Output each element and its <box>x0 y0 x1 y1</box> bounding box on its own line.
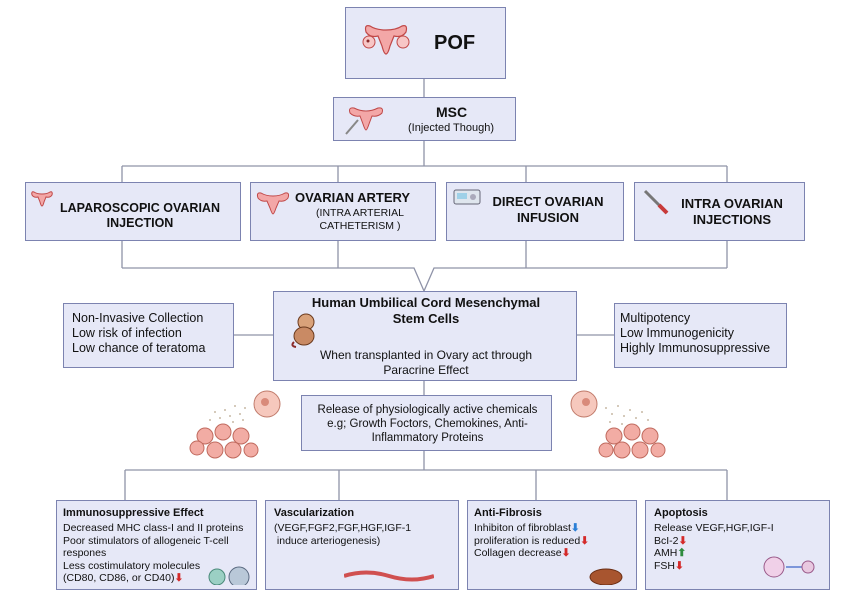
infusion-pump-icon <box>453 189 481 205</box>
route-laparoscopic: LAPAROSCOPIC OVARIAN INJECTION <box>25 182 241 241</box>
cell-apoptosis-illustration <box>763 556 815 578</box>
immune-cells-illustration <box>208 566 250 585</box>
effect-title: Apoptosis <box>654 507 708 519</box>
secreting-cells-left-illustration <box>189 390 281 459</box>
syringe-uterus-icon <box>345 107 383 135</box>
release-box: Release of physiologically active chemic… <box>301 395 552 451</box>
arrow-down-icon: ⬇ <box>174 572 184 584</box>
syringe-icon <box>643 189 669 215</box>
arrow-down-icon: ⬇ <box>580 534 590 547</box>
effect-line: Inhibiton of fibroblast <box>474 522 571 534</box>
effect-line: (CD80, CD86, or CD40) <box>63 572 175 584</box>
effect-line: FSH <box>654 559 675 572</box>
effect-line: AMH <box>654 547 678 559</box>
property-item: Low risk of infection <box>72 326 182 340</box>
effect-line: Release VEGF,HGF,IGF-I <box>654 522 774 534</box>
effect-line: Less costimulatory molecules <box>63 559 201 572</box>
route-title: LAPAROSCOPIC OVARIAN INJECTION <box>60 201 220 230</box>
effect-title: Immunosuppressive Effect <box>63 507 204 519</box>
property-item: Non-Invasive Collection <box>72 311 204 325</box>
effect-line: Collagen decrease <box>474 547 562 559</box>
route-intra-ovarian: INTRA OVARIAN INJECTIONS <box>634 182 805 241</box>
hucmsc-title-2: Stem Cells <box>392 311 460 326</box>
effect-line: Decreased MHC class-I and II proteins <box>63 522 244 534</box>
effect-line: (VEGF,FGF2,FGF,HGF,IGF-1 <box>274 522 412 534</box>
hucmsc-box: Human Umbilical Cord Mesenchymal Stem Ce… <box>273 291 577 381</box>
effect-title: Anti-Fibrosis <box>474 507 542 519</box>
uterus-icon <box>362 25 410 55</box>
route-ovarian-artery: OVARIAN ARTERY (INTRA ARTERIAL CATHETERI… <box>250 182 436 241</box>
arrow-up-icon: ⬆ <box>677 547 687 559</box>
route-direct-infusion: DIRECT OVARIAN INFUSION <box>446 182 624 241</box>
release-line-1: Release of physiologically active chemic… <box>317 404 538 416</box>
route-subtitle: (INTRA ARTERIAL CATHETERISM ) <box>316 207 404 232</box>
vascularization-box: Vascularization (VEGF,FGF2,FGF,HGF,IGF-1… <box>265 500 459 590</box>
blood-vessel-illustration <box>344 570 434 582</box>
effect-line: induce arteriogenesis) <box>274 534 381 547</box>
connector-lines <box>121 79 728 500</box>
route-title: OVARIAN ARTERY <box>295 190 411 205</box>
effect-line: Poor stimulators of allogeneic T-cell <box>63 534 229 547</box>
uterus-icon <box>31 191 53 207</box>
apoptosis-box: Apoptosis Release VEGF,HGF,IGF-I BcI-2⬇ … <box>645 500 830 590</box>
arrow-down-icon: ⬇ <box>570 522 580 534</box>
property-item: Highly Immunosuppressive <box>620 341 771 355</box>
property-item: Multipotency <box>620 311 691 325</box>
effect-title: Vascularization <box>274 507 355 519</box>
hucmsc-text-1: When transplanted in Ovary act through <box>319 348 533 362</box>
pof-label: POF <box>434 32 476 54</box>
effect-line: proliferation is reduced <box>474 534 581 547</box>
release-line-2: e.g; Growth Foctors, Chemokines, Anti- <box>327 418 528 430</box>
left-properties-box: Non-Invasive Collection Low risk of infe… <box>63 303 234 368</box>
fibroblast-illustration <box>589 568 623 585</box>
effect-line: respones <box>63 547 107 559</box>
arrow-down-icon: ⬇ <box>561 547 571 559</box>
property-item: Low Immunogenicity <box>620 326 734 340</box>
secreting-cells-right-illustration <box>570 390 666 459</box>
pof-box: POF <box>345 7 506 79</box>
fetus-icon <box>291 313 315 348</box>
hucmsc-title-1: Human Umbilical Cord Mesenchymal <box>311 295 541 310</box>
route-title: INTRA OVARIAN INJECTIONS <box>681 196 783 227</box>
release-line-3: Inflammatory Proteins <box>371 432 484 444</box>
msc-title: MSC <box>436 104 468 120</box>
route-title: DIRECT OVARIAN INFUSION <box>492 194 604 225</box>
right-properties-box: Multipotency Low Immunogenicity Highly I… <box>614 303 787 368</box>
arrow-down-icon: ⬇ <box>678 534 688 547</box>
hucmsc-text-2: Paracrine Effect <box>383 363 469 377</box>
property-item: Low chance of teratoma <box>72 341 206 355</box>
arrow-down-icon: ⬇ <box>675 559 684 572</box>
effect-line: BcI-2 <box>654 534 679 547</box>
immunosuppressive-box: Immunosuppressive Effect Decreased MHC c… <box>56 500 257 590</box>
msc-subtitle: (Injected Though) <box>408 122 495 134</box>
msc-box: MSC (Injected Though) <box>333 97 516 141</box>
uterus-icon <box>256 192 290 215</box>
anti-fibrosis-box: Anti-Fibrosis Inhibiton of fibroblast⬇ p… <box>467 500 637 590</box>
